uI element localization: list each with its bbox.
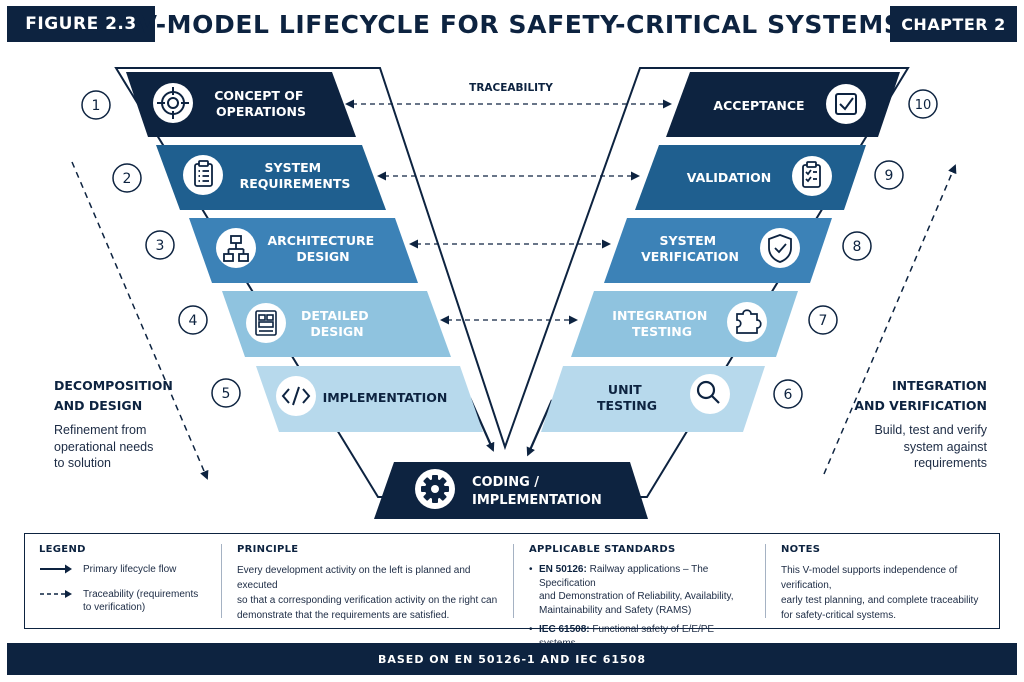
principle-section: PRINCIPLE Every development activity on … [223,534,513,628]
notes-heading: NOTES [781,544,821,555]
dashed-arrow-icon [40,590,72,598]
clipboard-check-icon [802,161,821,188]
notes-text: This V-model supports independence of ve… [781,565,979,621]
svg-text:UNIT TESTING: UNIT TESTING [597,382,657,413]
blueprint-icon [255,310,277,336]
standards-section: APPLICABLE STANDARDS EN 50126: Railway a… [515,534,765,649]
decomposition-arrow [71,161,209,480]
principle-text: Every development activity on the left i… [237,565,498,621]
step-number-3: 3 [145,230,175,260]
checkbox-icon [835,93,857,115]
stage-architecture-design: ARCHITECTURE DESIGN [189,218,418,283]
legend-heading: LEGEND [39,544,86,555]
decomposition-description: Refinement from operational needs to sol… [54,423,154,470]
svg-text:5: 5 [222,386,231,402]
legend-section: LEGEND Primary lifecycle flow Traceabili… [25,534,221,628]
hierarchy-icon [223,235,249,262]
stage-concept-of-operations: CONCEPT OF OPERATIONS [126,72,356,137]
svg-text:SYSTEM VERIFICATION: SYSTEM VERIFICATION [641,233,739,264]
step-number-7: 7 [808,305,838,335]
svg-text:9: 9 [885,168,894,184]
solid-arrow-icon [40,564,72,574]
decomposition-title: DECOMPOSITION AND DESIGN [54,378,173,413]
step-number-8: 8 [842,231,872,261]
standard-en50126: EN 50126: Railway applications – The Spe… [529,563,751,617]
svg-text:10: 10 [915,98,932,113]
svg-text:INTEGRATION TESTING: INTEGRATION TESTING [612,308,711,339]
figure-badge: FIGURE 2.3 [7,6,155,42]
step-number-5: 5 [211,378,241,408]
integration-arrow [823,164,957,475]
legend-primary-flow: Primary lifecycle flow [39,563,207,576]
svg-text:CODING / IMPLEMENTATION: CODING / IMPLEMENTATION [472,475,602,508]
info-panel: LEGEND Primary lifecycle flow Traceabili… [24,533,1000,649]
integration-title: INTEGRATION AND VERIFICATION [854,378,987,413]
gear-icon [421,475,449,503]
svg-text:4: 4 [189,313,198,329]
code-icon [281,386,311,406]
stage-acceptance: ACCEPTANCE [666,72,900,137]
stage-implementation: IMPLEMENTATION [256,366,483,432]
page-title: V-MODEL LIFECYCLE FOR SAFETY-CRITICAL SY… [137,9,903,39]
step-number-2: 2 [112,163,142,193]
clipboard-list-icon [194,160,213,187]
stage-system-requirements: SYSTEM REQUIREMENTS [156,145,386,210]
svg-text:IMPLEMENTATION: IMPLEMENTATION [323,390,448,405]
step-number-4: 4 [178,305,208,335]
standards-heading: APPLICABLE STANDARDS [529,544,676,555]
svg-text:ACCEPTANCE: ACCEPTANCE [713,98,804,113]
principle-heading: PRINCIPLE [237,544,299,555]
svg-text:8: 8 [853,239,862,255]
stage-integration-testing: INTEGRATION TESTING [571,291,798,357]
v-model-diagram: TRACEABILITY CONCEPT OF OPERATIONS SYSTE… [71,67,957,519]
svg-text:2: 2 [123,171,132,187]
stage-validation: VALIDATION [635,145,866,210]
svg-text:1: 1 [92,98,101,114]
svg-text:VALIDATION: VALIDATION [687,170,771,185]
step-number-1: 1 [81,90,111,120]
integration-description: Build, test and verify system against re… [874,423,987,470]
stage-coding-implementation: CODING / IMPLEMENTATION [374,462,648,519]
svg-text:7: 7 [819,313,828,329]
svg-text:CONCEPT OF OPERATIONS: CONCEPT OF OPERATIONS [214,88,308,119]
step-number-10: 10 [908,89,938,119]
svg-text:DETAILED DESIGN: DETAILED DESIGN [301,308,373,339]
svg-text:SYSTEM REQUIREMENTS: SYSTEM REQUIREMENTS [240,160,351,191]
step-number-6: 6 [773,379,803,409]
traceability-label: TRACEABILITY [469,82,553,94]
footer-bar: BASED ON EN 50126-1 AND IEC 61508 [7,643,1017,675]
notes-section: NOTES This V-model supports independence… [767,534,999,628]
stage-system-verification: SYSTEM VERIFICATION [604,218,832,283]
chapter-badge: CHAPTER 2 [890,6,1017,42]
target-icon [157,87,189,119]
step-number-9: 9 [874,160,904,190]
shield-check-icon [768,234,792,263]
flow-arrow-right [526,399,554,457]
stage-detailed-design: DETAILED DESIGN [222,291,451,357]
svg-text:6: 6 [784,387,793,403]
svg-text:ARCHITECTURE DESIGN: ARCHITECTURE DESIGN [267,233,378,264]
puzzle-icon [736,309,762,334]
magnifier-icon [696,380,720,404]
svg-text:3: 3 [156,238,165,254]
stage-unit-testing: UNIT TESTING [541,366,765,432]
